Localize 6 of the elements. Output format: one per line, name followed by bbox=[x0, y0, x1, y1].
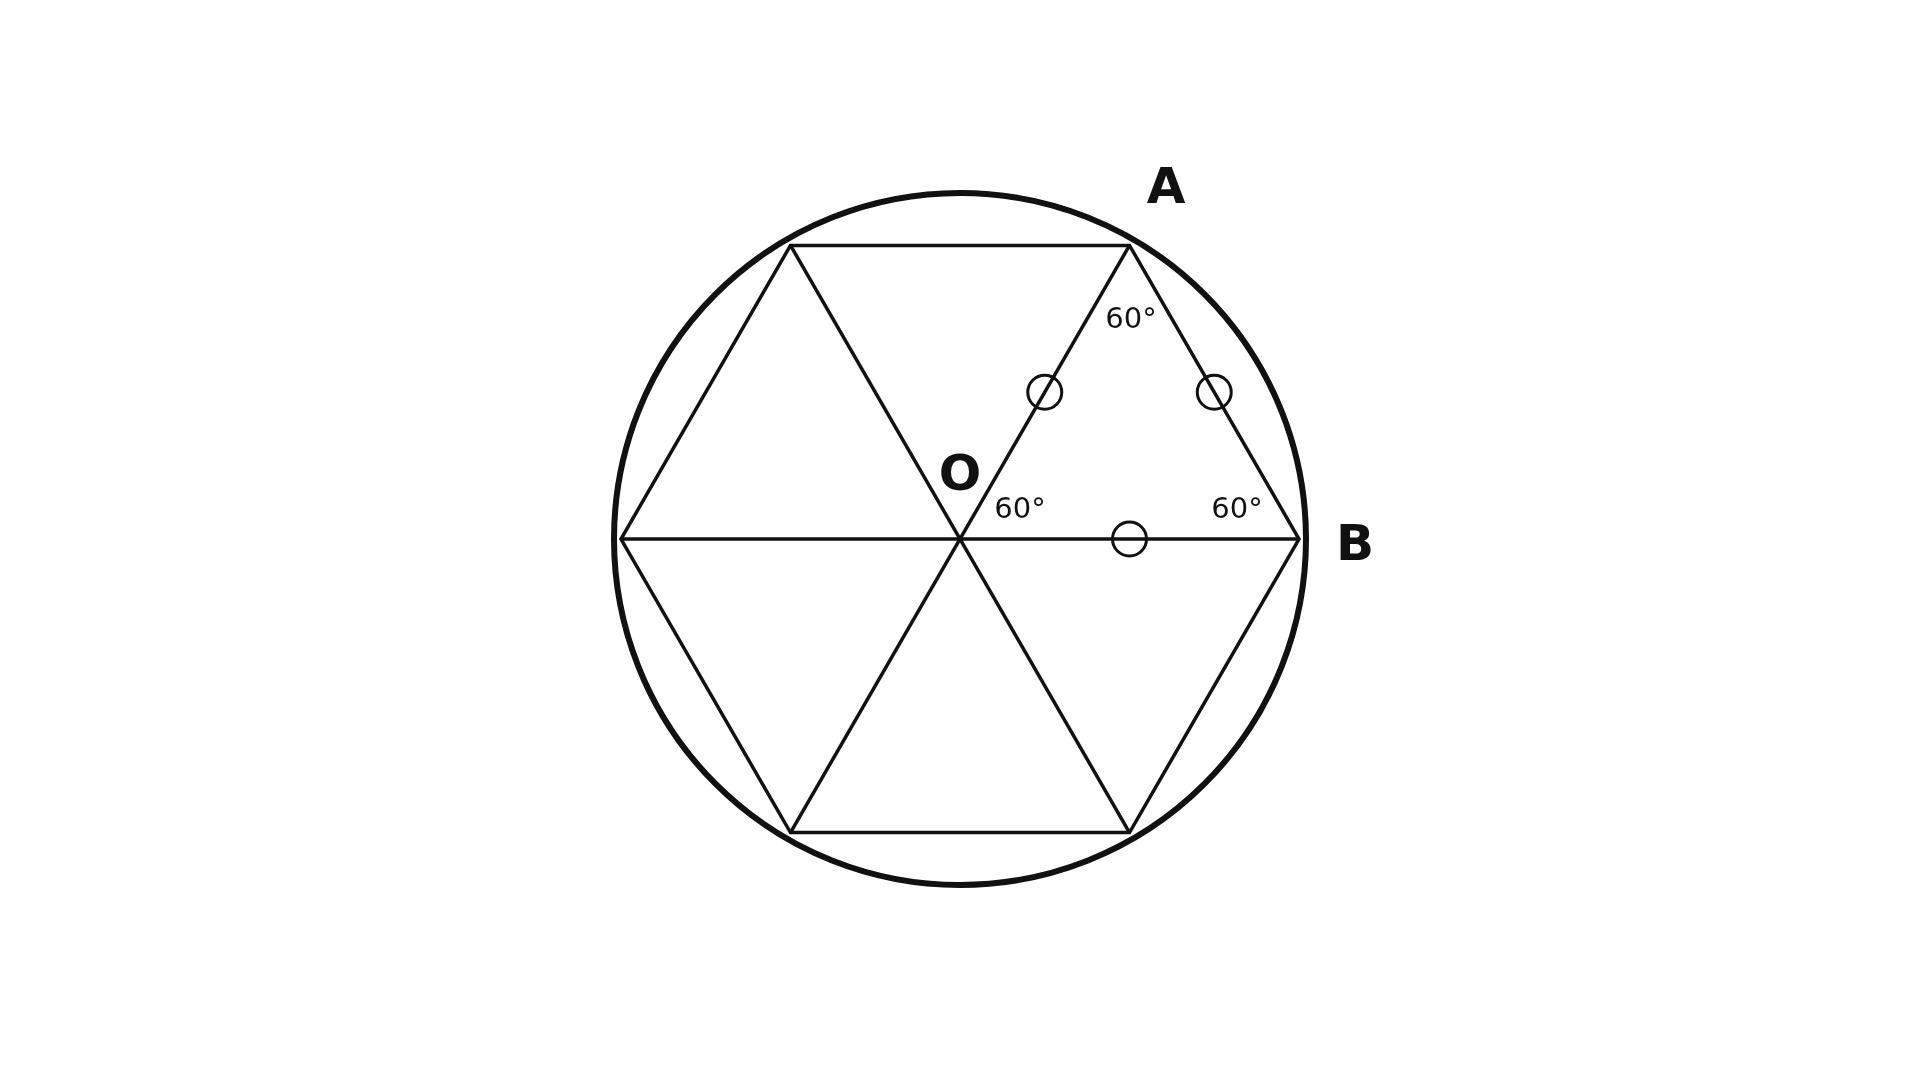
angle-label: 60° bbox=[994, 493, 1046, 523]
point-label: B bbox=[1335, 518, 1375, 568]
point-label: O bbox=[938, 448, 982, 498]
angle-label: 60° bbox=[1211, 493, 1263, 523]
angle-label: 60° bbox=[1105, 303, 1157, 333]
point-label: A bbox=[1146, 161, 1186, 211]
